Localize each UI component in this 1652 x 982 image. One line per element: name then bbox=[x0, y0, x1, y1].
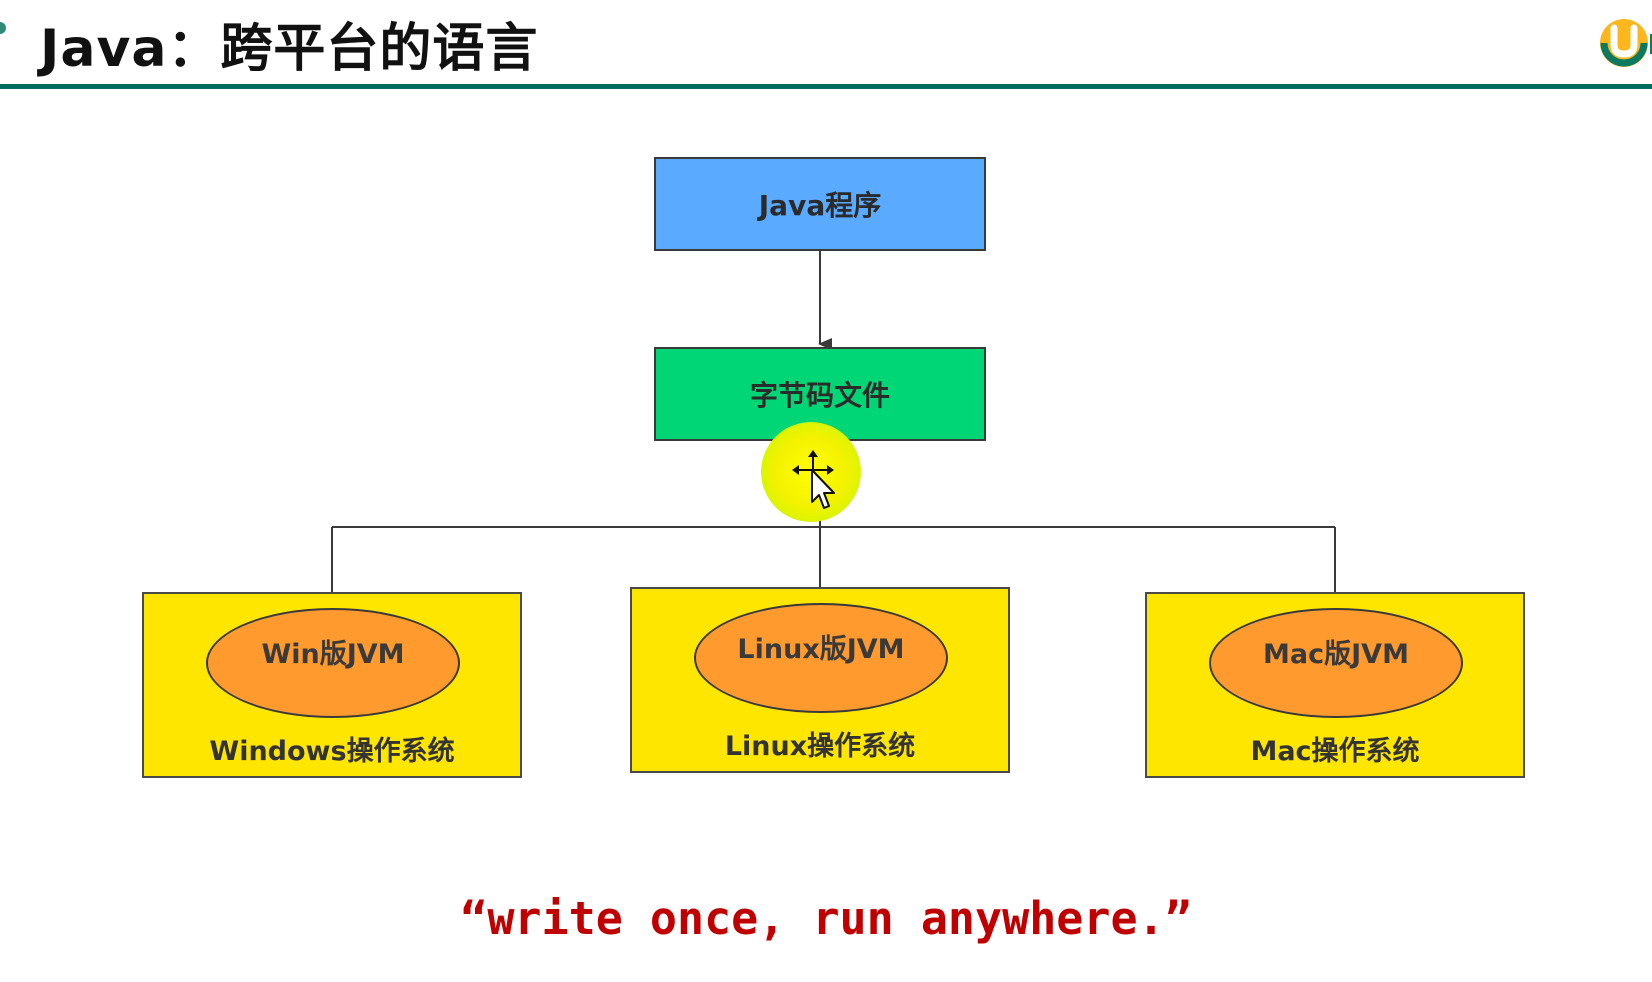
slide-header: Java：跨平台的语言 bbox=[0, 0, 1652, 89]
linux-jvm-ellipse: Linux版JVM bbox=[694, 603, 948, 713]
linux-os-box: Linux版JVM Linux操作系统 bbox=[630, 587, 1010, 773]
windows-os-label: Windows操作系统 bbox=[209, 736, 455, 767]
linux-jvm-label: Linux版JVM bbox=[737, 634, 905, 665]
bytecode-file-label: 字节码文件 bbox=[749, 379, 890, 412]
motto-text: “write once, run anywhere.” bbox=[460, 892, 1192, 945]
move-cursor-icon bbox=[792, 450, 836, 512]
edge-mark bbox=[0, 22, 6, 34]
windows-jvm-label: Win版JVM bbox=[261, 639, 405, 670]
java-program-label: Java程序 bbox=[758, 189, 882, 222]
bytecode-file-box: 字节码文件 bbox=[654, 347, 986, 441]
u-logo-icon bbox=[1594, 14, 1652, 72]
mac-jvm-ellipse: Mac版JVM bbox=[1209, 608, 1463, 718]
mac-os-box: Mac版JVM Mac操作系统 bbox=[1145, 592, 1525, 778]
mac-jvm-label: Mac版JVM bbox=[1263, 639, 1409, 670]
java-program-box: Java程序 bbox=[654, 157, 986, 251]
linux-os-label: Linux操作系统 bbox=[724, 731, 916, 762]
mac-os-label: Mac操作系统 bbox=[1250, 736, 1420, 767]
windows-jvm-ellipse: Win版JVM bbox=[206, 608, 460, 718]
windows-os-box: Win版JVM Windows操作系统 bbox=[142, 592, 522, 778]
header-divider bbox=[0, 84, 1652, 89]
slide-title: Java：跨平台的语言 bbox=[40, 19, 539, 79]
